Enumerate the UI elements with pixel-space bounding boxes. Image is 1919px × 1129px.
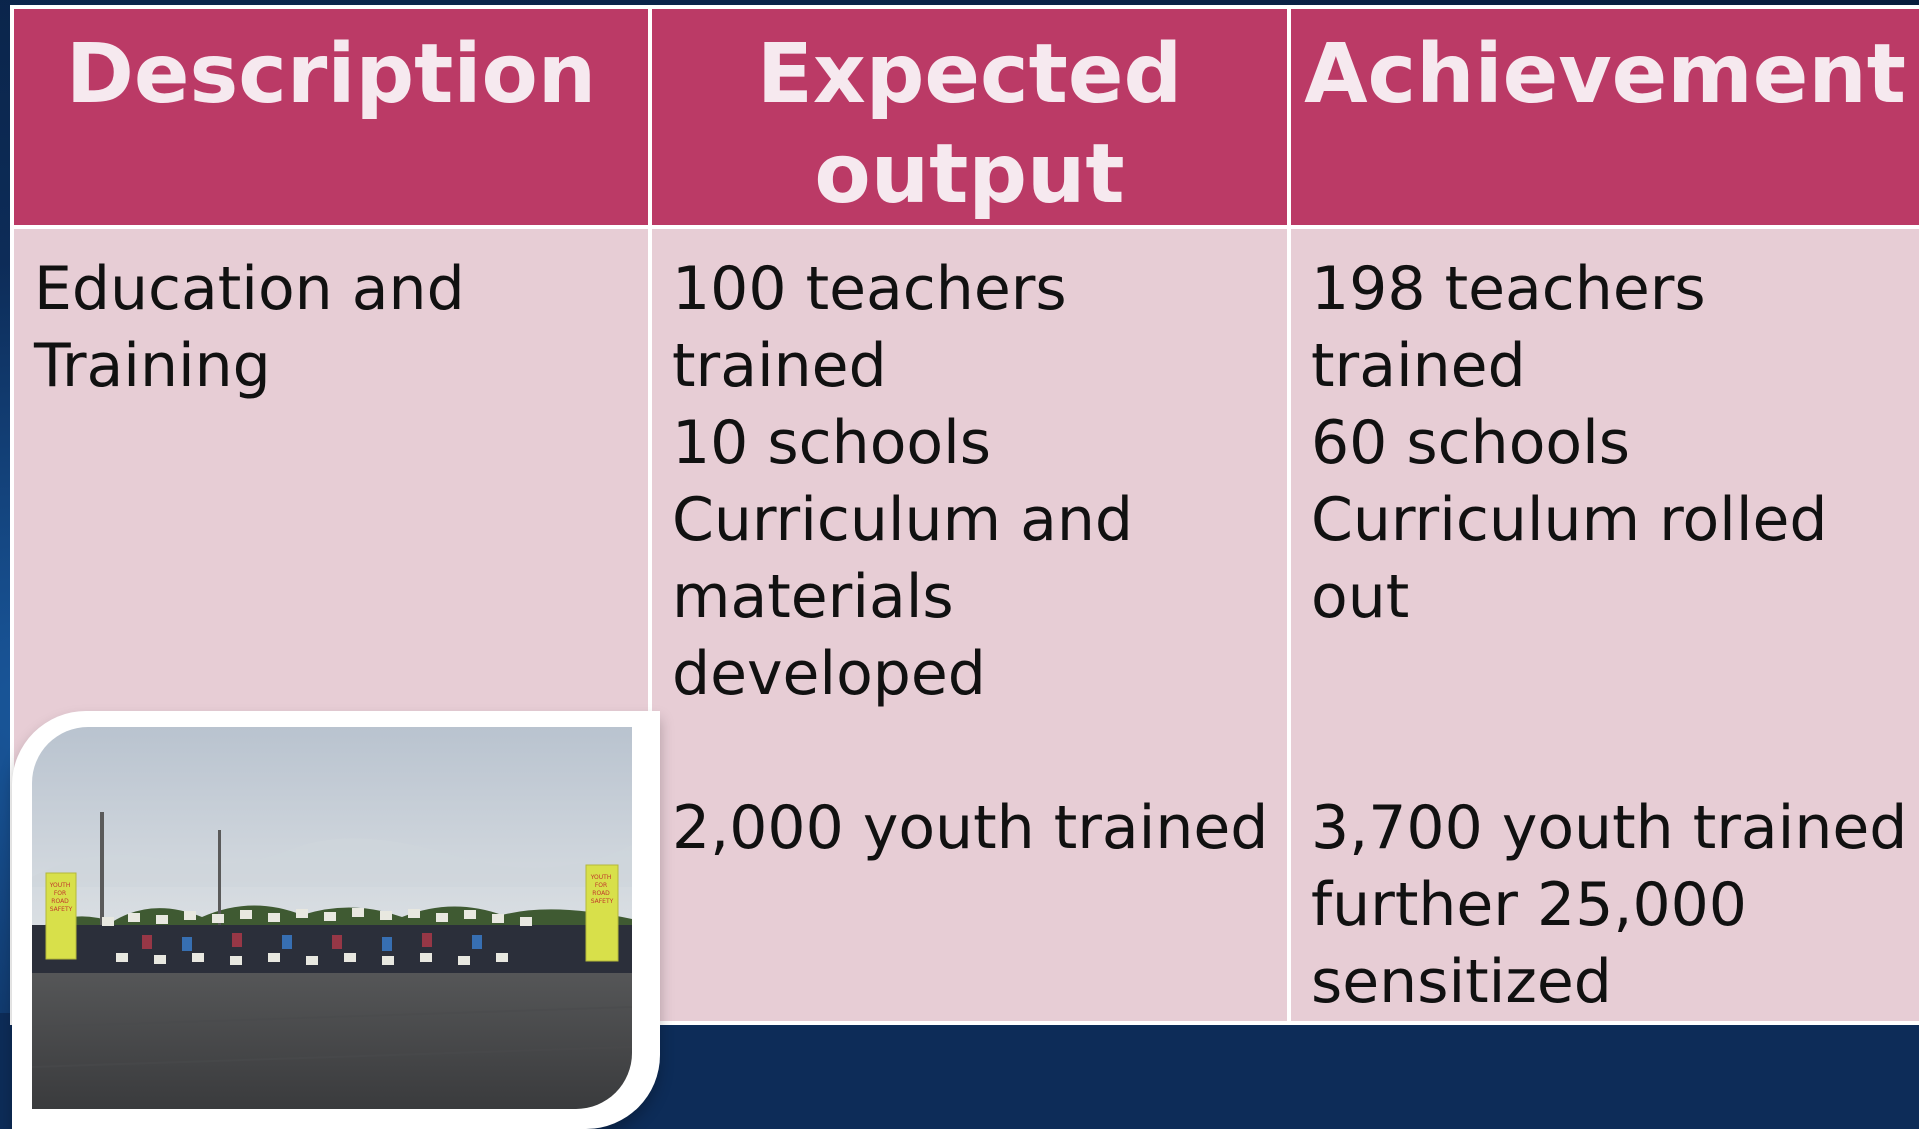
header-row: Description Expected output Achievement: [10, 5, 1919, 229]
spacer: [672, 713, 1287, 790]
expected-line: Curriculum and: [672, 485, 1133, 555]
achievement-line: 60 schools: [1311, 408, 1631, 478]
banner-left-text: YOUTH FOR ROAD SAFETY: [49, 882, 73, 913]
achievement-line: trained: [1311, 331, 1526, 401]
banner-right-text: YOUTH FOR ROAD SAFETY: [590, 874, 614, 905]
achievement-line: 3,700 youth trained: [1311, 793, 1908, 863]
cell-achievement: 198 teachers trained 60 schools Curricul…: [1287, 225, 1919, 1025]
header-line: output: [814, 127, 1125, 222]
group-photo: YOUTH FOR ROAD SAFETY YOUTH FOR ROAD SAF: [32, 727, 632, 1109]
header-achievement: Achievement: [1287, 5, 1919, 229]
photo-frame: YOUTH FOR ROAD SAFETY YOUTH FOR ROAD SAF: [12, 711, 660, 1129]
achievement-line: sensitized: [1311, 947, 1612, 1017]
header-description: Description: [10, 5, 652, 229]
description-line: Training: [34, 331, 271, 401]
achievement-line: out: [1311, 562, 1410, 632]
expected-line: developed: [672, 639, 986, 709]
header-expected-output: Expected output: [648, 5, 1291, 229]
expected-line: 2,000 youth trained: [672, 793, 1269, 863]
description-line: Education and: [34, 254, 465, 324]
results-table: Description Expected output Achievement …: [10, 5, 1919, 1129]
expected-line: 10 schools: [672, 408, 992, 478]
expected-line: materials: [672, 562, 954, 632]
header-line: Description: [65, 27, 597, 122]
expected-line: trained: [672, 331, 887, 401]
expected-line: 100 teachers: [672, 254, 1067, 324]
spacer: [1311, 636, 1919, 713]
table-row: Education and Training: [10, 225, 1919, 1129]
achievement-line: further 25,000: [1311, 870, 1747, 940]
spacer: [1311, 713, 1919, 790]
cell-description: Education and Training: [10, 225, 660, 1129]
header-line: Achievement: [1304, 27, 1906, 122]
cell-expected-output: 100 teachers trained 10 schools Curricul…: [648, 225, 1291, 1025]
achievement-line: Curriculum rolled: [1311, 485, 1828, 555]
header-line: Expected: [756, 27, 1183, 122]
achievement-line: 198 teachers: [1311, 254, 1706, 324]
